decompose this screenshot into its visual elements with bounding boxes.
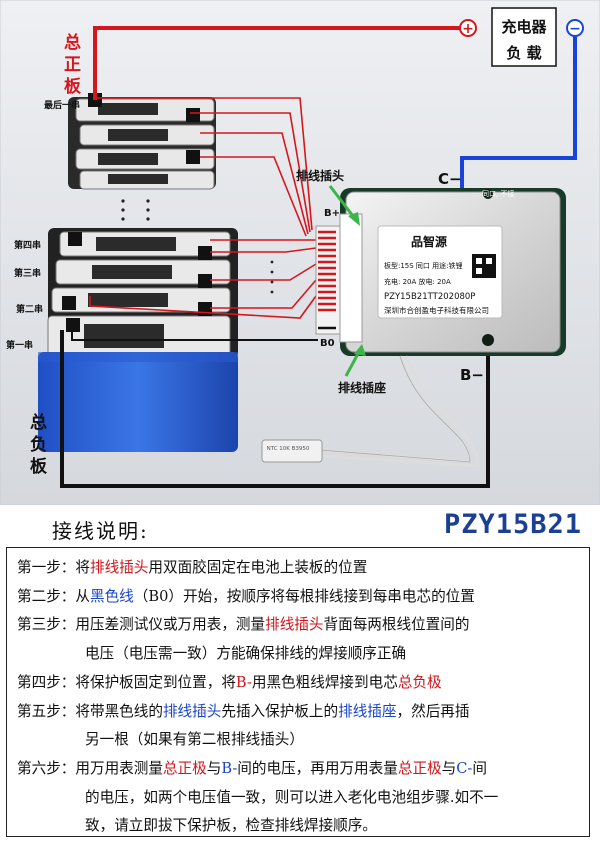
step-6-line-2: 的电压，如两个电压值一致，则可以进入老化电池组步骤.如不一 — [17, 784, 583, 813]
connector-socket-arrow-icon — [344, 344, 366, 377]
step-text-segment: 排线插座 — [338, 702, 397, 720]
charger-label: 充电器 — [501, 18, 547, 36]
step-text-segment: 背面每两根线位置间的 — [323, 616, 470, 634]
total-negative-label: 总 负 板 — [30, 412, 48, 477]
plus-sign: + — [462, 21, 474, 37]
string-2-label: 第二串 — [16, 303, 43, 315]
step-3-line-1: 第三步：用压差测试仪或万用表，测量排线插头背面每两根线位置间的 — [17, 611, 583, 640]
step-text-segment: 黑色线 — [89, 587, 134, 605]
instruction-steps: 第一步：将排线插头用双面胶固定在电池上装板的位置第二步：从黑色线（B0）开始，按… — [6, 547, 590, 837]
step-text-segment: 先插入保护板上的 — [221, 702, 339, 720]
board-company: 深圳市合创盈电子科技有限公司 — [384, 305, 489, 315]
step-2-line-1: 第二步：从黑色线（B0）开始，按顺序将每根排线接到每串电芯的位置 — [17, 583, 583, 612]
board-line-1: 板型:15S 同口 用途:铁锂 — [384, 261, 463, 270]
step-text-segment: C- — [456, 759, 473, 777]
protection-board: 品智源 板型:15S 同口 用途:铁锂 充电: 20A 放电: 20A PZY1… — [340, 188, 566, 356]
b-minus-label: B− — [460, 366, 484, 384]
step-3-line-2: 电压（电压需一致）方能确保排线的焊接顺序正确 — [17, 640, 583, 669]
step-text-segment: 与 — [206, 759, 222, 777]
step-text-segment: 总正极 — [397, 759, 442, 777]
total-negative-char-1: 总 — [30, 412, 47, 433]
total-negative-char-3: 板 — [30, 456, 48, 477]
total-negative-char-2: 负 — [30, 434, 47, 455]
c-minus-label: C− — [438, 170, 462, 188]
step-6-line-1: 第六步：用万用表测量总正极与B-间的电压，再用万用表量总正极与C-间 — [17, 755, 583, 784]
step-text-segment: 间的电压，再用万用表量 — [237, 759, 398, 777]
upper-cell-stack — [68, 93, 216, 190]
step-6-line-3: 致，请立即拔下保护板，检查排线焊接顺序。 — [17, 812, 583, 841]
board-brand: 品智源 — [411, 234, 447, 249]
balance-connector — [315, 213, 363, 343]
step-text-segment: 排线插头 — [265, 616, 324, 634]
step-text-segment: 排线插头 — [89, 559, 149, 576]
connector-head-label: 排线插头 — [296, 168, 344, 183]
step-text-segment: ，然后再插 — [396, 702, 470, 720]
step-text-segment: 第四步：将保护板固定到位置，将 — [17, 673, 236, 691]
total-positive-char-3: 板 — [64, 76, 82, 97]
step-text-segment: 排线插头 — [162, 702, 222, 720]
lower-cell-stack — [38, 228, 238, 452]
board-model: PZY15B21TT202080P — [384, 292, 475, 302]
sensor-text: NTC 10K B3950 — [267, 446, 310, 452]
total-positive-label: 总 正 板 — [64, 32, 82, 97]
step-text-segment: 第五步：将带黑色线的 — [17, 702, 163, 720]
step-5-line-2: 另一根（如果有第二根排线插头） — [17, 726, 583, 755]
step-text-segment: 电压（电压需一致）方能确保排线的焊接顺序正确 — [85, 645, 407, 663]
step-text-segment: 总负极 — [397, 673, 442, 691]
model-title: PZY15B21 — [443, 509, 582, 540]
b-zero-label: B0 — [320, 338, 335, 349]
step-text-segment: B- — [221, 759, 238, 777]
connector-head-arrow-icon — [328, 185, 360, 226]
string-3-label: 第三串 — [14, 267, 41, 279]
step-text-segment: 第二步：从 — [17, 587, 90, 605]
step-4-line-1: 第四步：将保护板固定到位置，将B-用黑色粗线焊接到电芯总负极 — [17, 669, 583, 698]
total-positive-wire — [93, 26, 468, 100]
string-4-label: 第四串 — [14, 239, 41, 251]
step-text-segment: 第三步：用压差测试仪或万用表，测量 — [17, 616, 266, 634]
c-minus-wire — [460, 36, 577, 200]
step-text-segment: （B0）开始，按顺序将每根排线接到每串电芯的位置 — [133, 587, 475, 605]
step-1-line-1: 第一步：将排线插头用双面胶固定在电池上装板的位置 — [17, 554, 583, 583]
step-5-line-1: 第五步：将带黑色线的排线插头先插入保护板上的排线插座，然后再插 — [17, 698, 583, 727]
guide-title: 接线说明: — [52, 519, 149, 543]
step-text-segment: 间 — [472, 759, 487, 777]
total-positive-char-1: 总 — [64, 32, 81, 53]
guide-title-row: 接线说明: PZY15B21 — [0, 505, 600, 543]
total-negative-wire — [60, 330, 490, 488]
step-text-segment: 第六步：用万用表测量 — [17, 759, 163, 777]
b-plus-label: B+ — [324, 208, 340, 219]
ntc-sensor: NTC 10K B3950 — [261, 439, 323, 463]
step-text-segment: 总正极 — [162, 759, 207, 777]
plus-terminal: + — [459, 19, 477, 37]
step-text-segment: 与 — [441, 759, 457, 777]
step-text-segment: 用双面胶固定在电池上装板的位置 — [148, 559, 368, 576]
b0-wire — [71, 326, 318, 341]
string-1-label: 第一串 — [6, 339, 33, 351]
charger-load-box: 充电器 负 载 — [491, 7, 557, 67]
step-text-segment: 另一根（如果有第二根排线插头） — [85, 731, 304, 749]
total-positive-char-2: 正 — [64, 55, 81, 75]
same-port-label: 同口, 不接 — [482, 189, 514, 198]
last-string-label: 最后一串 — [44, 99, 80, 111]
wiring-diagram: + − 充电器 负 载 品智源 板型:15S 同口 用途:铁锂 充电: 20A … — [0, 0, 600, 505]
step-text-segment: 第一步：将 — [17, 559, 90, 576]
board-label-sticker — [377, 225, 503, 319]
minus-sign: − — [569, 21, 581, 37]
qr-code-icon — [472, 254, 496, 278]
continuation-dots — [121, 199, 274, 294]
minus-terminal: − — [566, 19, 584, 37]
step-text-segment: B- — [235, 673, 252, 691]
balance-wires — [89, 97, 317, 319]
step-text-segment: 致，请立即拔下保护板，检查排线焊接顺序。 — [85, 817, 377, 835]
step-text-segment: 的电压，如两个电压值一致，则可以进入老化电池组步骤.如不一 — [85, 788, 499, 806]
connector-socket-label: 排线插座 — [338, 380, 386, 395]
load-label: 负 载 — [506, 44, 541, 62]
board-line-2: 充电: 20A 放电: 20A — [384, 277, 451, 286]
step-text-segment: 用黑色粗线焊接到电芯 — [251, 673, 398, 691]
